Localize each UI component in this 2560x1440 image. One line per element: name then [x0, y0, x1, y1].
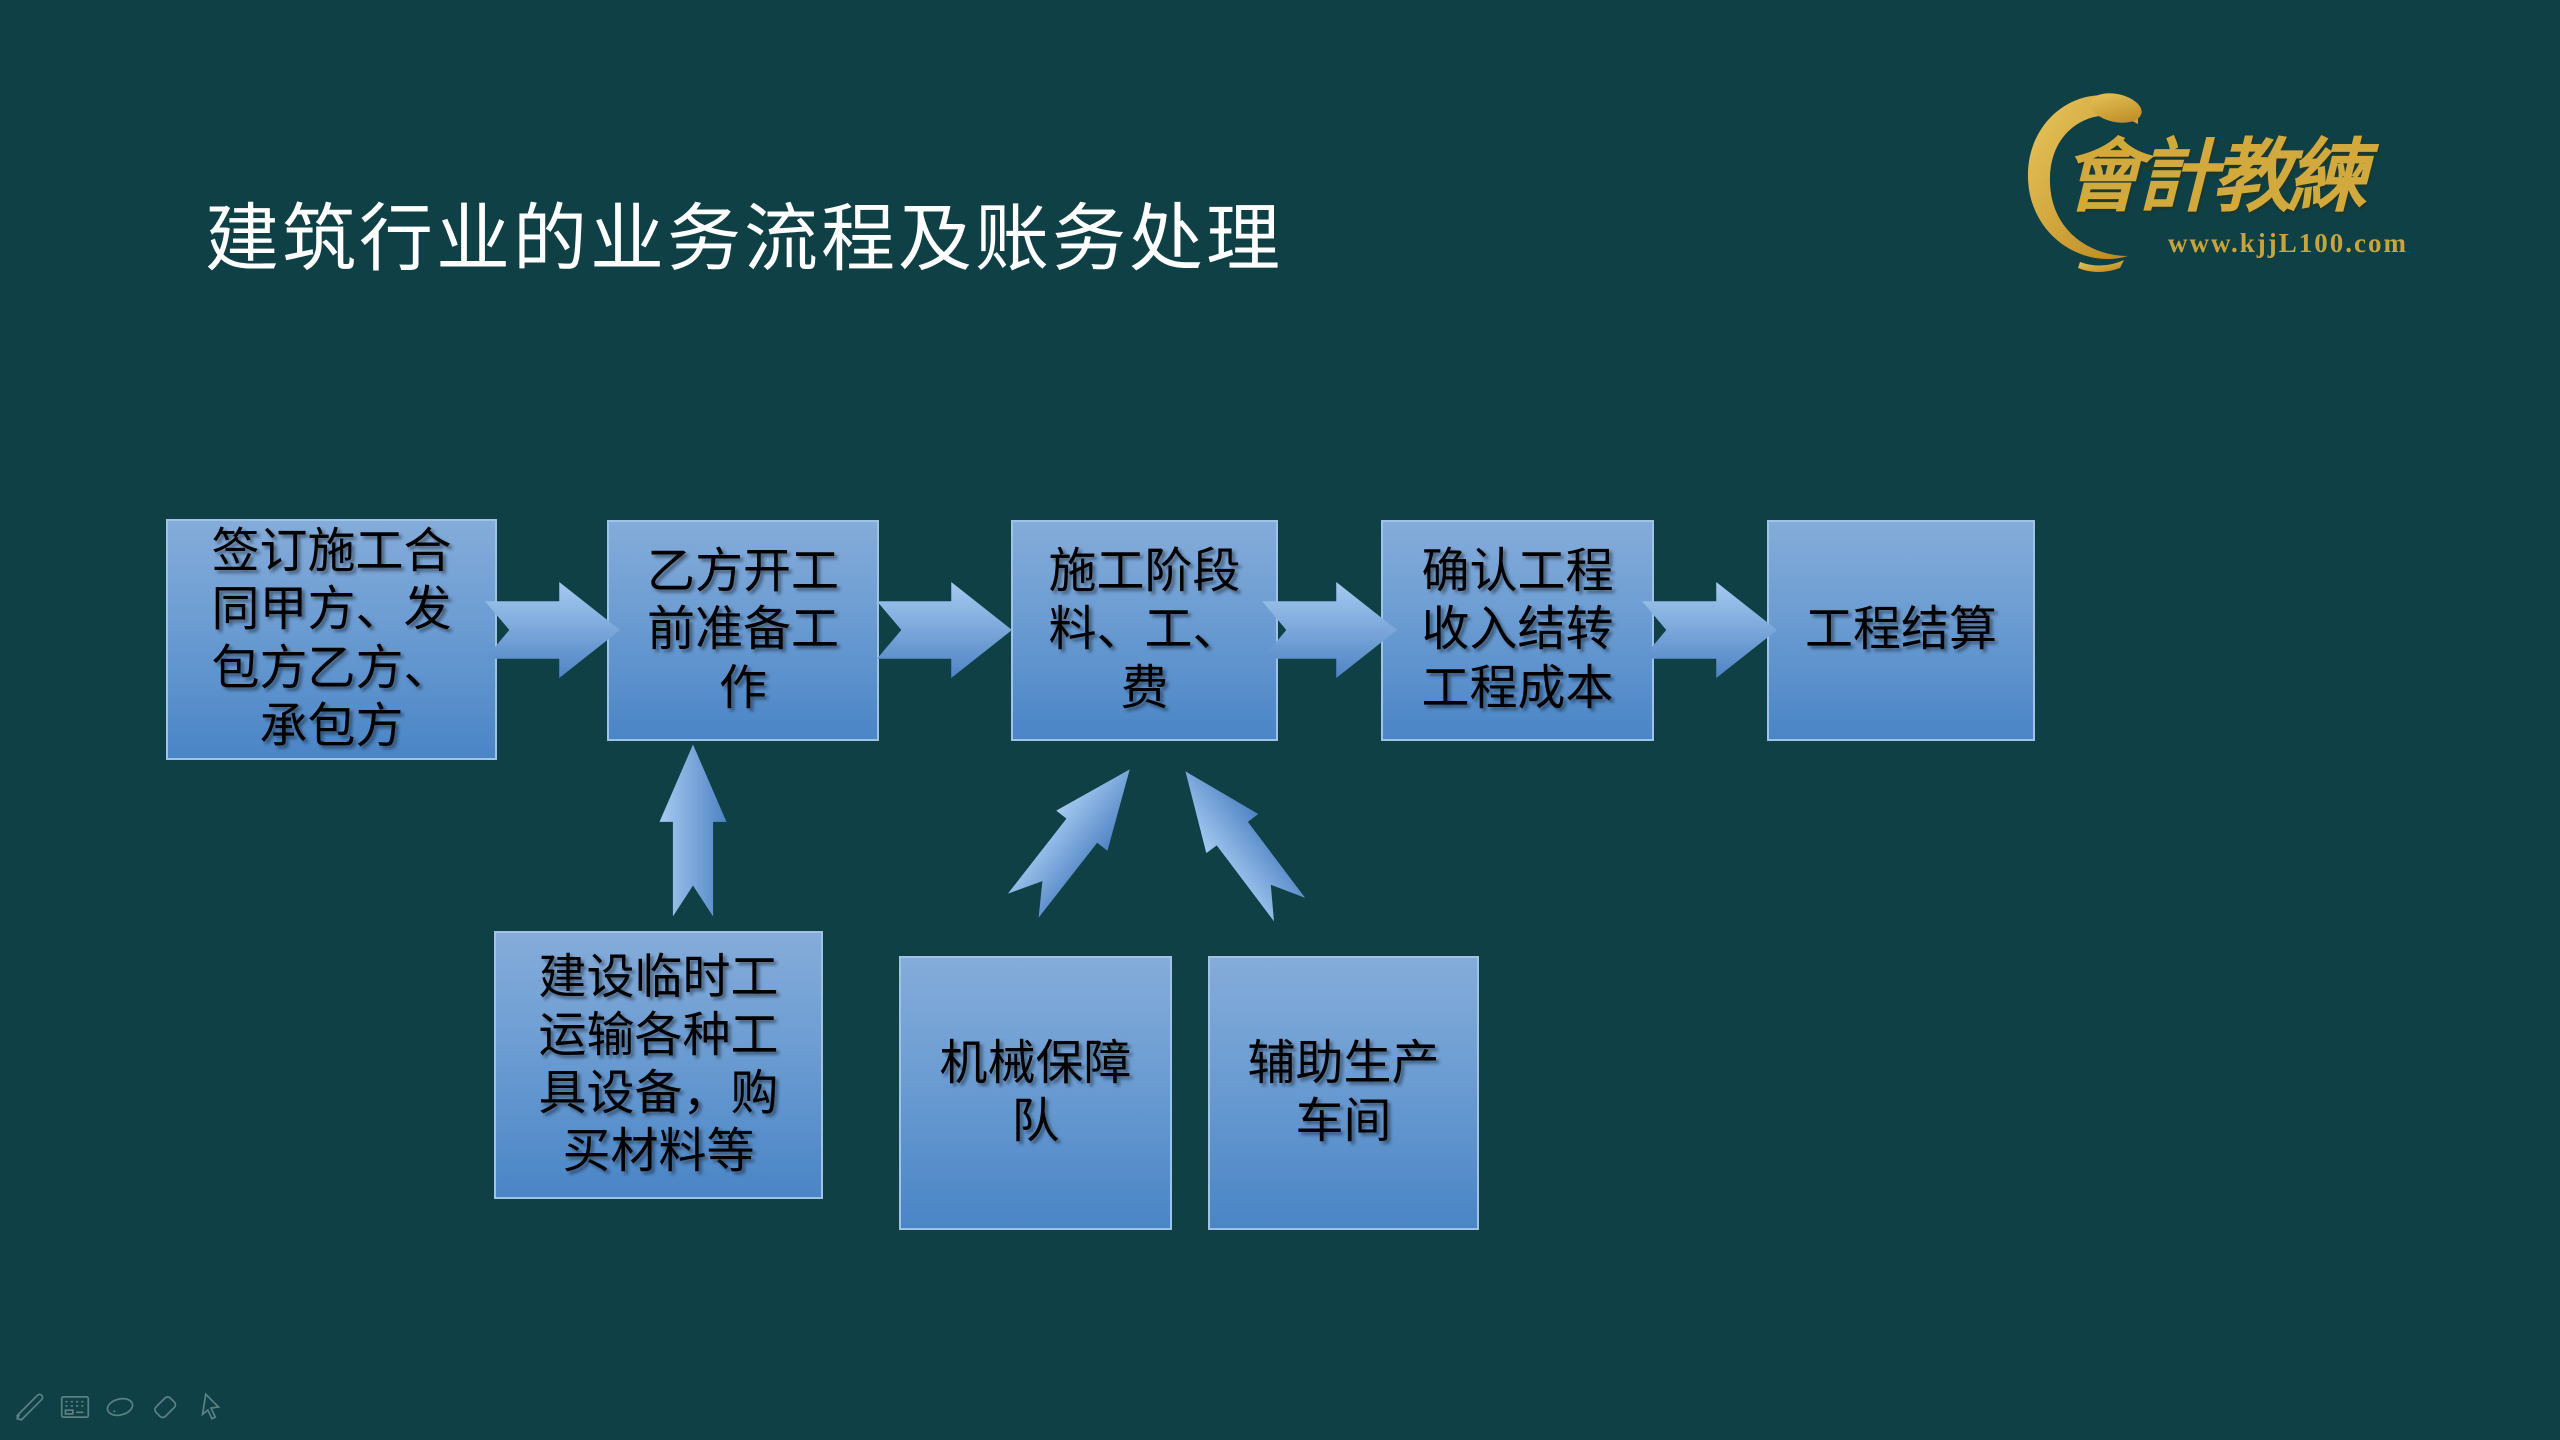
flow-step-sign-contract: 签订施工合同甲方、发包方乙方、承包方 [166, 519, 497, 760]
slide-title: 建筑行业的业务流程及账务处理 [205, 197, 1283, 280]
arrow-support3-to-step3-icon [1185, 771, 1306, 922]
flow-step-confirm-revenue-cost: 确认工程收入结转工程成本 [1381, 520, 1654, 741]
annotation-toolbar [13, 1390, 227, 1424]
support-box-temp-construction-materials: 建设临时工运输各种工具设备，购买材料等 [494, 931, 823, 1199]
pen-icon[interactable] [13, 1390, 47, 1424]
logo-website-text: www.kjjL100.com [2168, 228, 2408, 258]
arrow-support1-to-step2-icon [659, 744, 727, 917]
logo-brand-text: 會計教練 [2062, 134, 2367, 222]
brand-logo: 會計教練 www.kjjL100.com [2020, 72, 2470, 282]
cursor-icon[interactable] [193, 1390, 227, 1424]
support-box-auxiliary-workshop: 辅助生产车间 [1208, 956, 1479, 1230]
flow-step-construction-phase: 施工阶段料、工、费 [1011, 520, 1278, 741]
arrow-support2-to-step3-icon [1007, 769, 1130, 918]
arrow-step2-to-step3-icon [877, 582, 1012, 678]
arrow-step3-to-step4-icon [1262, 582, 1397, 678]
logo-c-swoosh-icon [2027, 93, 2142, 272]
keyboard-panel-icon[interactable] [58, 1390, 92, 1424]
support-box-machinery-support-team: 机械保障队 [899, 956, 1172, 1230]
eraser-icon[interactable] [148, 1390, 182, 1424]
ellipse-icon[interactable] [103, 1390, 137, 1424]
arrow-step1-to-step2-icon [485, 582, 620, 678]
flow-step-project-settlement: 工程结算 [1767, 520, 2035, 741]
flow-step-pre-construction-prep: 乙方开工前准备工作 [607, 520, 879, 741]
arrow-step4-to-step5-icon [1642, 582, 1777, 678]
